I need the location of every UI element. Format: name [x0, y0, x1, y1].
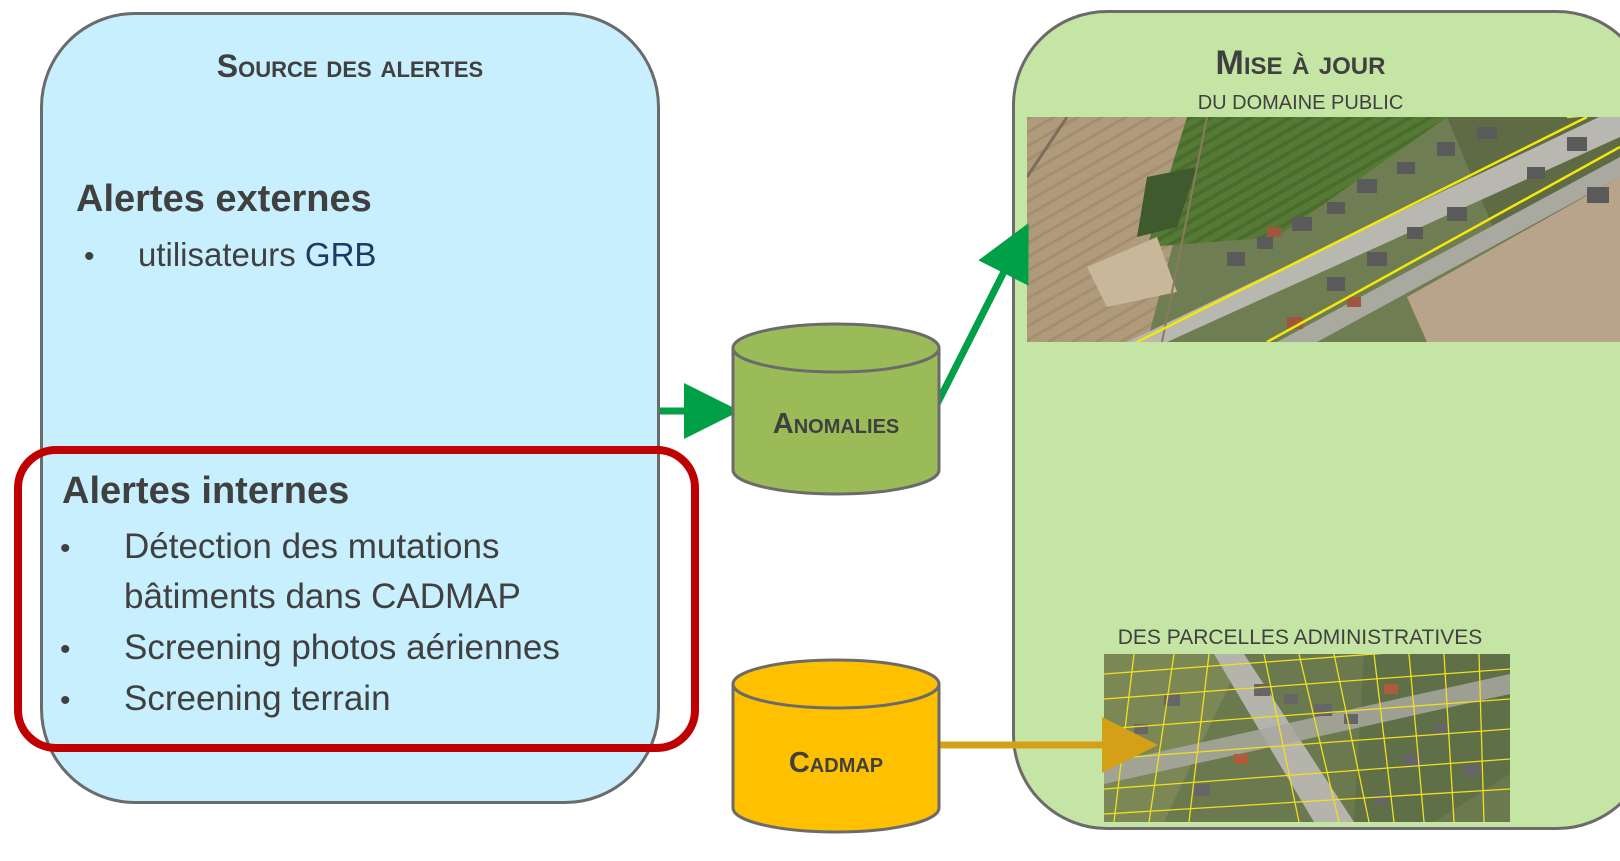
parcels-subtitle: Des parcelles administratives: [1117, 626, 1483, 649]
aerial-photo-parcels: [1104, 654, 1510, 822]
grb-label: GRB: [304, 236, 377, 273]
bullet-icon: •: [60, 633, 71, 666]
update-title: Mise à jour: [1215, 44, 1386, 82]
cadmap-database-icon: [731, 658, 941, 834]
internal-item-1: Détection des mutations: [124, 527, 500, 566]
source-panel: [40, 12, 660, 804]
external-alerts-heading: Alertes externes: [76, 178, 372, 220]
public-domain-subtitle: du domaine public: [1197, 92, 1404, 114]
source-title: Source des alertes: [216, 48, 484, 84]
external-item-text: utilisateurs: [138, 236, 305, 273]
anomalies-database-icon: [731, 322, 941, 496]
external-item: utilisateurs GRB: [138, 236, 376, 274]
internal-item-2: Screening photos aériennes: [124, 628, 560, 667]
arrow-anomalies-to-update: [930, 223, 1029, 412]
bullet-icon: •: [60, 532, 71, 565]
anomalies-label: Anomalies: [772, 408, 900, 440]
aerial-photo-public-domain: [1027, 117, 1620, 342]
bullet-icon: •: [60, 684, 71, 717]
internal-item-3: Screening terrain: [124, 679, 391, 718]
bullet-icon: •: [84, 240, 95, 273]
internal-alerts-heading: Alertes internes: [62, 470, 350, 512]
internal-alerts-frame: [14, 446, 699, 752]
cadmap-label: Cadmap: [788, 747, 884, 779]
internal-item-1-cont: bâtiments dans CADMAP: [124, 577, 521, 616]
